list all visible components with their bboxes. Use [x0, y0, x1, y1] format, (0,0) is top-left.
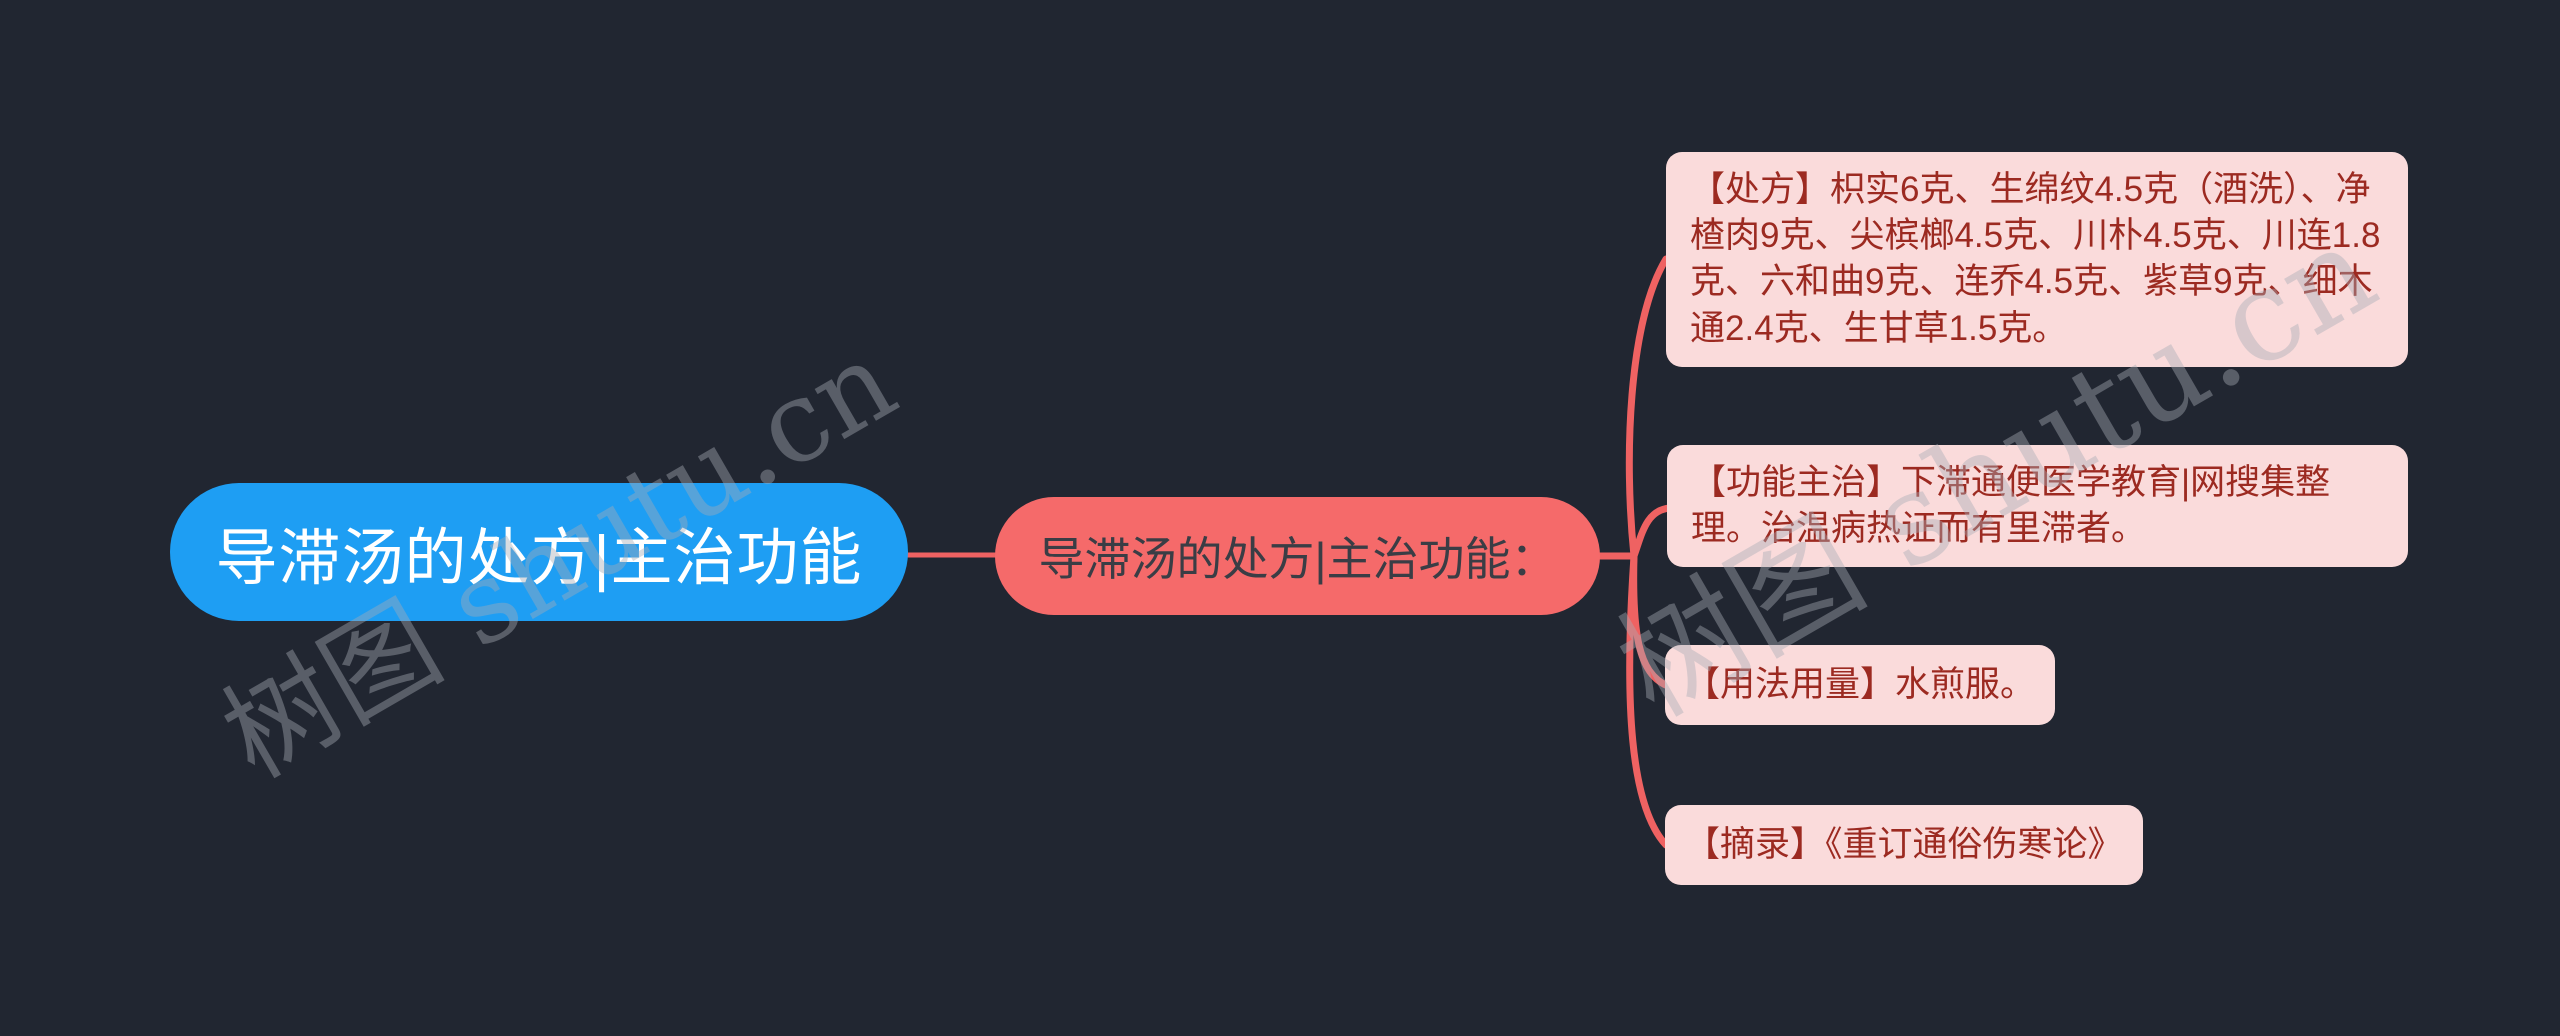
node-root-topic[interactable]: 导滞汤的处方|主治功能 — [170, 483, 908, 621]
connector-to-prescription — [1625, 255, 1670, 560]
branch-node-excerpt-source[interactable]: 【摘录】《重订通俗伤寒论》 — [1665, 805, 2143, 886]
connector-to-usage-dosage — [1630, 552, 1672, 690]
node-central-topic[interactable]: 导滞汤的处方|主治功能： — [995, 497, 1600, 615]
connector-to-excerpt-source — [1626, 552, 1670, 849]
branch-node-prescription[interactable]: 【处方】枳实6克、生绵纹4.5克（酒洗）、净楂肉9克、尖槟榔4.5克、川朴4.5… — [1666, 152, 2408, 367]
branch-node-function-indication[interactable]: 【功能主治】下滞通便医学教育|网搜集整理。治温病热证而有里滞者。 — [1667, 445, 2408, 568]
branch-node-usage-dosage[interactable]: 【用法用量】水煎服。 — [1665, 645, 2056, 726]
connector-to-function-indication — [1630, 504, 1674, 560]
